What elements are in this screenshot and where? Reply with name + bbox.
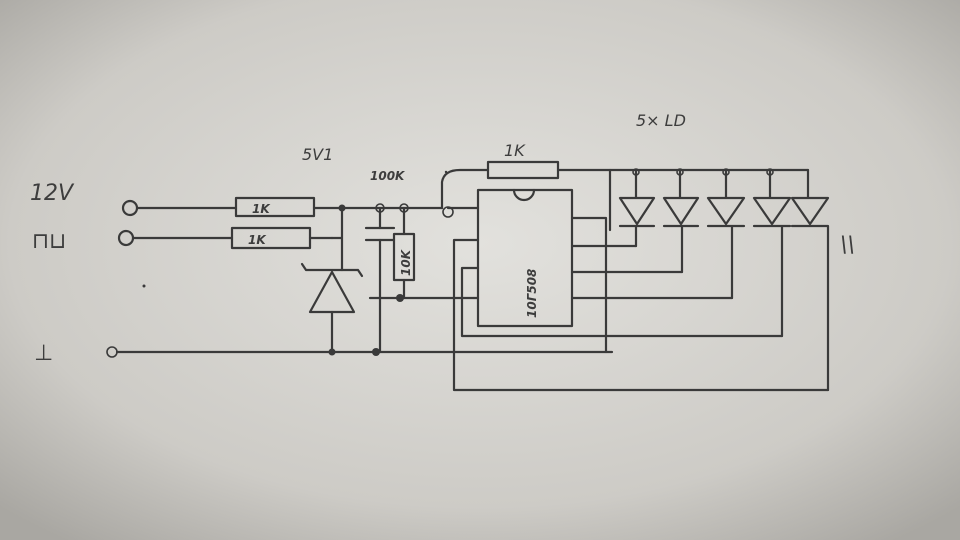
ic-label: 10Γ508 (525, 269, 539, 318)
resistor-10k-label: 10K (399, 248, 413, 276)
junction-dot (328, 348, 336, 356)
resistor-1k-bottom-label: 1K (248, 233, 267, 247)
junction-dot (338, 204, 346, 212)
resistor-10k (392, 232, 416, 282)
light-emission-icon: \\ (840, 233, 855, 258)
led-1 (618, 168, 656, 248)
ic-chip (476, 188, 574, 328)
ic-notch (512, 188, 536, 202)
zener-wire (330, 206, 344, 354)
pencil-speck (142, 284, 146, 288)
resistor-100k-label: 100K (370, 169, 406, 183)
zener-diode-icon (300, 262, 364, 314)
led-2 (662, 168, 700, 274)
junction-dot (372, 348, 380, 356)
ground-label: ⊥ (34, 341, 53, 366)
junction-dot (396, 294, 404, 302)
junction-ring (399, 203, 409, 213)
junction-ring (442, 206, 454, 218)
leds-label: 5× LD (636, 111, 686, 130)
led-5 (790, 168, 830, 392)
resistor-1k-top-label: 1K (252, 202, 271, 216)
capacitor-icon (364, 226, 396, 242)
led-4 (752, 168, 792, 338)
resistor-1k-feedback (486, 160, 560, 180)
resistor-1k-top (234, 196, 316, 218)
resistor-10k-wire (368, 206, 476, 300)
pencil-speck (444, 170, 448, 174)
supply-label: 12V (30, 181, 75, 206)
resistor-1k-feedback-label: 1K (504, 141, 526, 160)
resistor-1k-bottom (230, 226, 312, 250)
led-3 (706, 168, 746, 300)
zener-label: 5V1 (302, 145, 333, 164)
junction-ring (375, 203, 385, 213)
pulse-input-label: ⊓⊔ (32, 229, 66, 254)
